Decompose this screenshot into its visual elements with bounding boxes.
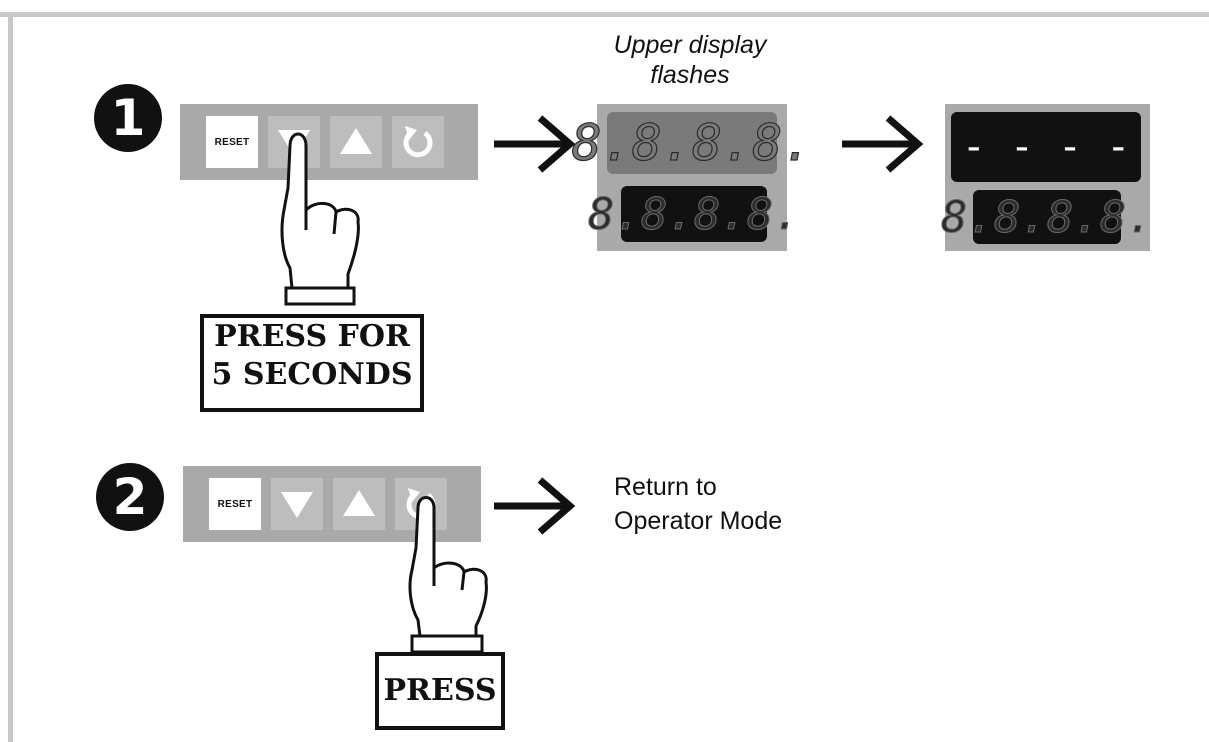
display-panel-flashing: 8.8.8.8. 8.8.8.8. <box>571 104 813 251</box>
arrow-right-icon <box>842 115 924 173</box>
up-button[interactable] <box>330 116 382 168</box>
pointing-hand-icon <box>408 496 488 654</box>
display-panel-result: - - - - 8.8.8.8. <box>941 104 1153 251</box>
step-2-badge: 2 <box>96 463 164 531</box>
step-1-badge: 1 <box>94 84 162 152</box>
up-triangle-icon <box>343 490 375 516</box>
upper-display-flashes-caption: Upper display flashes <box>613 31 767 89</box>
up-button[interactable] <box>333 478 385 530</box>
lower-display: 8.8.8.8. <box>588 186 800 242</box>
pointing-hand-icon <box>280 132 360 306</box>
reset-button[interactable]: RESET <box>206 116 258 168</box>
arrow-right-icon <box>494 477 576 535</box>
upper-display-dashes: - - - - <box>951 112 1141 182</box>
reset-button[interactable]: RESET <box>209 478 261 530</box>
return-to-operator-mode-text: Return to Operator Mode <box>614 473 783 535</box>
down-button[interactable] <box>271 478 323 530</box>
step-1-keypad: RESET <box>180 104 478 180</box>
arrow-right-icon <box>494 115 576 173</box>
upper-display-flashing: 8.8.8.8. <box>571 112 813 174</box>
cycle-button[interactable] <box>392 116 444 168</box>
press-for-5-seconds-label: PRESS FOR 5 SECONDS <box>200 314 424 412</box>
cycle-icon <box>403 126 433 158</box>
down-triangle-icon <box>281 492 313 518</box>
lower-display: 8.8.8.8. <box>941 190 1153 244</box>
press-label: PRESS <box>375 652 505 730</box>
frame-top-border <box>0 12 1209 17</box>
up-triangle-icon <box>340 128 372 154</box>
frame-left-border <box>8 12 13 742</box>
